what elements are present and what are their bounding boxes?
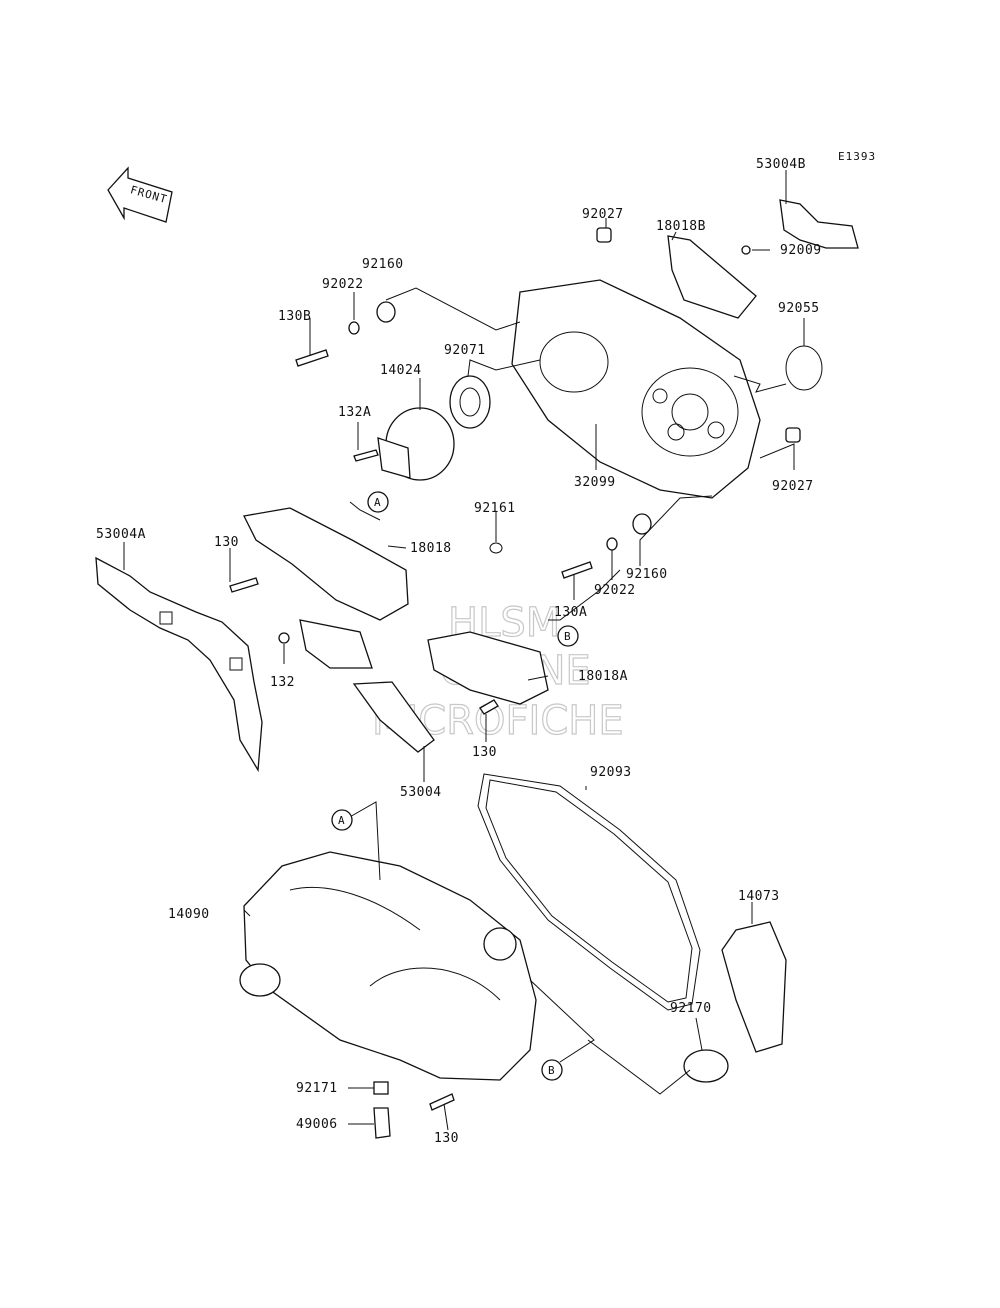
- label-92022-top: 92022: [322, 277, 364, 292]
- label-53004: 53004: [400, 785, 442, 800]
- label-92071: 92071: [444, 343, 486, 358]
- part-132-bolt: [278, 632, 290, 644]
- label-92160-mid: 92160: [626, 567, 668, 582]
- label-18018B: 18018B: [656, 219, 706, 234]
- callout-A-bottom: A: [331, 809, 353, 831]
- label-49006: 49006: [296, 1117, 338, 1132]
- part-14090-outer-cover: [239, 851, 537, 1081]
- part-53004-plate: [352, 681, 435, 753]
- part-130-bolt-left: [229, 577, 259, 593]
- label-130A: 130A: [554, 605, 587, 620]
- part-18018A-bracket: [427, 631, 549, 705]
- part-14073-hose: [721, 921, 787, 1053]
- label-53004B: 53004B: [756, 157, 806, 172]
- svg-text:B: B: [548, 1064, 556, 1077]
- diagram-code: E1393: [838, 150, 876, 163]
- callout-A-top: A: [367, 491, 389, 513]
- part-132A-bolt: [353, 449, 379, 462]
- callout-B-bottom: B: [541, 1059, 563, 1081]
- part-130-bolt-bottom: [429, 1093, 455, 1111]
- part-92093-gasket: [477, 773, 701, 1011]
- svg-text:A: A: [374, 496, 382, 509]
- part-92022-washer-top: [348, 321, 360, 335]
- part-130A-bolt: [561, 561, 593, 579]
- part-32099-cover: [511, 279, 761, 499]
- part-labels: 53004B 92027 18018B 92009 92055 92160 92…: [96, 157, 822, 1146]
- label-32099: 32099: [574, 475, 616, 490]
- part-92161-ring: [489, 542, 503, 554]
- label-130-bottom: 130: [434, 1131, 459, 1146]
- part-92022-washer-mid: [606, 537, 618, 551]
- leader-lines: [123, 170, 805, 1131]
- callout-B-mid: B: [557, 625, 579, 647]
- label-92160-top: 92160: [362, 257, 404, 272]
- label-130-left: 130: [214, 535, 239, 550]
- part-49006-cap: [373, 1107, 391, 1139]
- label-92055: 92055: [778, 301, 820, 316]
- label-130-mid: 130: [472, 745, 497, 760]
- part-92071-seal: [449, 375, 491, 429]
- label-132A: 132A: [338, 405, 371, 420]
- label-53004A: 53004A: [96, 527, 146, 542]
- part-53004B-plate: [779, 199, 859, 249]
- label-18018A: 18018A: [578, 669, 628, 684]
- part-92055-oring: [785, 345, 823, 391]
- part-92160-grommet-mid: [632, 513, 652, 535]
- label-92027-right: 92027: [772, 479, 814, 494]
- label-92009: 92009: [780, 243, 822, 258]
- svg-text:A: A: [338, 814, 346, 827]
- part-53004A-plate: [95, 556, 263, 773]
- part-92171-clamp: [373, 1081, 389, 1095]
- part-18018B-bracket: [667, 235, 757, 319]
- label-92093: 92093: [590, 765, 632, 780]
- label-14073: 14073: [738, 889, 780, 904]
- label-92170: 92170: [670, 1001, 712, 1016]
- label-92171: 92171: [296, 1081, 338, 1096]
- label-132: 132: [270, 675, 295, 690]
- label-92022-mid: 92022: [594, 583, 636, 598]
- label-14090: 14090: [168, 907, 210, 922]
- part-92160-grommet-top: [376, 301, 396, 323]
- label-92027-top: 92027: [582, 207, 624, 222]
- label-18018: 18018: [410, 541, 452, 556]
- part-14024-duct: [377, 407, 455, 481]
- part-130-bolt-mid: [479, 699, 499, 715]
- label-14024: 14024: [380, 363, 422, 378]
- front-arrow-icon: FRONT: [107, 166, 173, 223]
- label-130B: 130B: [278, 309, 311, 324]
- part-130B-bolt: [295, 349, 329, 367]
- part-92027-top: [596, 227, 612, 243]
- svg-text:B: B: [564, 630, 572, 643]
- part-92009-bolt: [741, 245, 751, 255]
- part-92027-right: [785, 427, 801, 443]
- part-92170-clamp: [683, 1049, 729, 1083]
- label-92161: 92161: [474, 501, 516, 516]
- part-18018-bracket: [243, 507, 409, 669]
